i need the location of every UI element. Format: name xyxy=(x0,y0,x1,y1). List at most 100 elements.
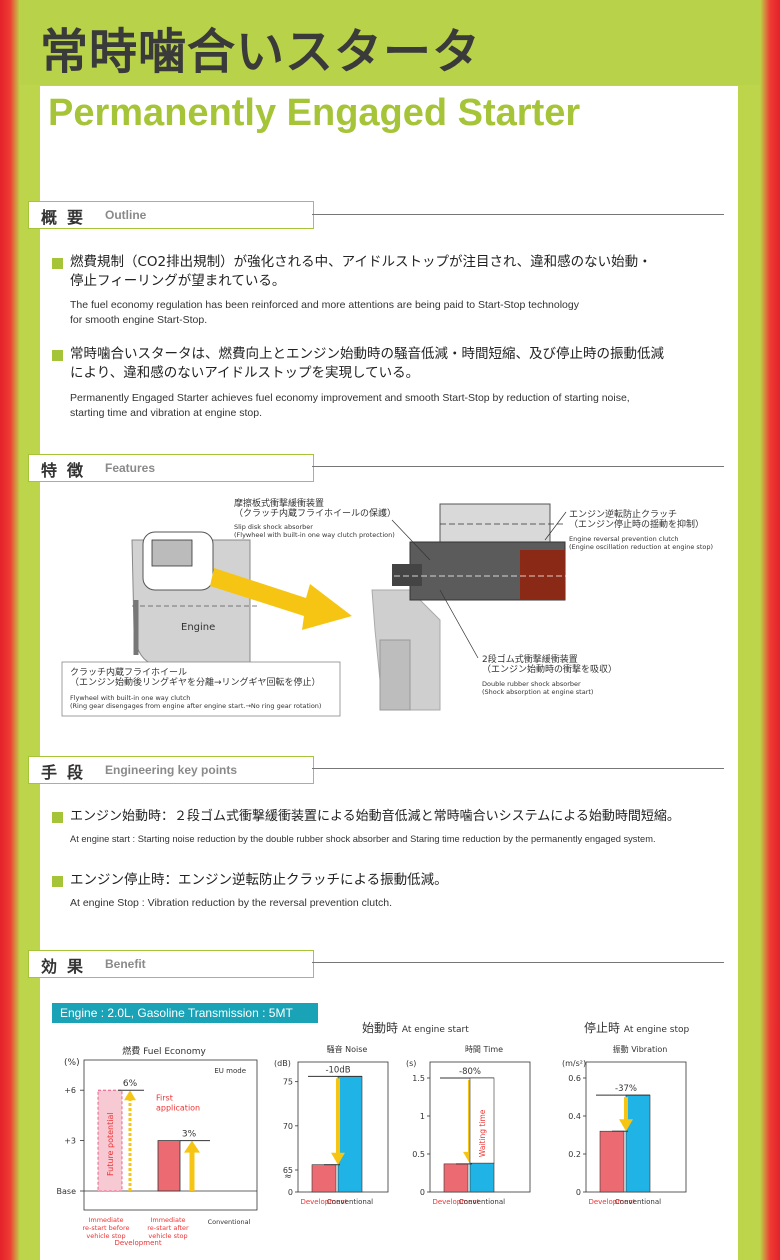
fuel-tick-label: Base xyxy=(57,1187,77,1196)
outline-p2-jp: 常時噛合いスタータは、燃費向上とエンジン始動時の騒音低減・時間短縮、及び停止時の… xyxy=(70,346,664,381)
flywheel-label: クラッチ内蔵フライホイール（エンジン始動後リングギヤを分離→リングギヤ回転を停止… xyxy=(70,668,321,688)
time-chart: 時間 Time(s)00.511.5DevelopmentConventiona… xyxy=(406,1045,531,1206)
section-en-label: Engineering key points xyxy=(105,763,238,777)
section-jp-label: 概要 xyxy=(41,208,94,227)
leader-line xyxy=(544,511,567,541)
section-en-label: Features xyxy=(105,461,156,475)
pinion-gear-icon xyxy=(392,564,422,586)
section-header-outline: 概要 Outline xyxy=(28,201,314,229)
chart-title: 振動 Vibration xyxy=(613,1044,668,1054)
page-title-jp: 常時噛合いスタータ xyxy=(40,24,482,80)
chart-ylabel: (m/s²) xyxy=(562,1059,586,1068)
fuel-label-cat1: Immediate xyxy=(150,1216,185,1224)
section-jp-label: 手段 xyxy=(41,763,94,782)
chart-tick-label: 0.4 xyxy=(568,1112,581,1121)
waiting-time-bar xyxy=(469,1077,495,1164)
chart-ylabel: (s) xyxy=(406,1059,416,1068)
starter-motor-icon xyxy=(439,503,551,549)
outline-p2-en: Permanently Engaged Starter achieves fue… xyxy=(70,392,630,419)
chart-category-1: Conventional xyxy=(327,1198,373,1206)
noise-chart: 騒音 Noise(dB)0657075≈DevelopmentConventio… xyxy=(274,1044,389,1206)
section-divider xyxy=(312,214,724,215)
chart-tick-label: 70 xyxy=(283,1122,293,1131)
section-en-label: Benefit xyxy=(105,957,146,971)
fuel-arrow-head-icon xyxy=(124,1090,136,1101)
bullet-square-icon xyxy=(52,812,63,823)
chart-bar-1 xyxy=(469,1162,495,1193)
chart-bar-0 xyxy=(599,1130,625,1193)
fuel-tick-label: +6 xyxy=(64,1086,76,1095)
fuel-tick-label: +3 xyxy=(64,1137,76,1146)
section-jp-label: 効果 xyxy=(41,957,94,976)
fuel-first-application-2: application xyxy=(156,1104,200,1113)
chart-reduction-label: -80% xyxy=(459,1067,481,1077)
fuel-value-label-1: 3% xyxy=(182,1130,197,1140)
fuel-ylabel: (%) xyxy=(64,1058,80,1068)
starter-diagram xyxy=(61,503,570,717)
vibration-chart: 振動 Vibration(m/s²)00.20.40.6DevelopmentC… xyxy=(562,1044,687,1206)
fuel-ticks: Base +3 +6 xyxy=(57,1086,84,1196)
fuel-frame xyxy=(83,1059,258,1211)
chart-tick-label: 0 xyxy=(576,1188,581,1197)
big-arrow-icon xyxy=(210,568,352,630)
fuel-note: EU mode xyxy=(214,1067,246,1075)
fuel-arrow-head-icon xyxy=(184,1140,200,1153)
double-rubber-label: 2段ゴム式衝撃緩衝装置（エンジン始動時の衝撃を吸収） xyxy=(482,655,618,675)
fuel-title: 燃費 Fuel Economy xyxy=(122,1045,206,1057)
fuel-label-cat1c: vehicle stop xyxy=(148,1232,187,1240)
chart-tick-label: 0.2 xyxy=(568,1150,581,1159)
engineering-k1-jp: エンジン始動時：２段ゴム式衝撃緩衝装置による始動音低減と常時噛合いシステムによる… xyxy=(70,809,680,824)
chart-bar-0 xyxy=(443,1163,469,1193)
fuel-first-application-1: First xyxy=(156,1094,173,1103)
clutch-stack xyxy=(379,639,411,711)
fuel-label-cat0: Immediate xyxy=(88,1216,123,1224)
bullet-square-icon xyxy=(52,350,63,361)
reversal-clutch-icon xyxy=(520,550,565,600)
chart-bar-0 xyxy=(311,1164,337,1193)
chart-tick-label: 1 xyxy=(420,1112,425,1121)
chart-reduction-label: -37% xyxy=(615,1084,637,1094)
outline-p1-en: The fuel economy regulation has been rei… xyxy=(70,299,579,326)
engineering-k2-jp: エンジン停止時：エンジン逆転防止クラッチによる振動低減。 xyxy=(70,872,448,888)
header-band xyxy=(20,0,760,85)
start-group-label: 始動時 At engine start xyxy=(362,1021,469,1035)
fuel-future-text: Future potential xyxy=(106,1112,115,1176)
chart-tick-label: 75 xyxy=(283,1078,293,1087)
outline-p1-jp: 燃費規制（CO2排出規制）が強化される中、アイドルストップが注目され、違和感のな… xyxy=(70,254,652,289)
chart-bar-1 xyxy=(337,1076,363,1193)
fuel-group-label: Development xyxy=(114,1239,161,1247)
chart-tick-label: 0 xyxy=(288,1188,293,1197)
chart-category-1: Conventional xyxy=(615,1198,661,1206)
engineering-k2-en: At engine Stop : Vibration reduction by … xyxy=(70,897,392,909)
stop-group-label: 停止時 At engine stop xyxy=(584,1021,690,1035)
fuel-label-cat0b: re-start before xyxy=(83,1224,130,1232)
chart-bar-1 xyxy=(625,1094,651,1193)
chart-title: 騒音 Noise xyxy=(327,1044,368,1054)
leader-line xyxy=(439,589,479,659)
reversal-clutch-label: エンジン逆転防止クラッチ（エンジン停止時の揺動を抑制） xyxy=(569,510,705,530)
waiting-time-label: Waiting time xyxy=(478,1109,487,1157)
down-arrow-icon xyxy=(331,1152,345,1165)
section-header-features: 特徴 Features xyxy=(28,454,314,482)
chart-tick-label: 0.6 xyxy=(568,1074,581,1083)
slip-disk-label: 摩擦板式衝撃緩衝装置（クラッチ内蔵フライホイールの保護） xyxy=(234,499,397,519)
chart-tick-label: 65 xyxy=(283,1166,293,1175)
chart-ylabel: (dB) xyxy=(274,1059,291,1068)
flywheel-label-en: Flywheel with built-in one way clutch(Ri… xyxy=(70,694,322,710)
bullet-square-icon xyxy=(52,876,63,887)
down-arrow-icon xyxy=(619,1119,633,1132)
engineering-k1-en: At engine start : Starting noise reducti… xyxy=(70,834,656,844)
fuel-economy-chart: 燃費 Fuel Economy (%) EU mode Base +3 +6 Fut… xyxy=(57,1045,258,1247)
slip-disk-label-en: Slip disk shock absorber(Flywheel with b… xyxy=(234,523,395,539)
fuel-bar-first xyxy=(157,1140,181,1192)
fuel-label-cat2: Conventional xyxy=(208,1218,251,1226)
page-title-en: Permanently Engaged Starter xyxy=(48,92,581,134)
axis-break-icon: ≈ xyxy=(284,1172,292,1182)
small-starter-icon xyxy=(151,539,193,567)
chart-tick-label: 1.5 xyxy=(412,1074,425,1083)
section-header-benefit: 効果 Benefit xyxy=(28,950,314,978)
engine-label: Engine xyxy=(181,622,216,633)
section-header-engineering: 手段 Engineering key points xyxy=(28,756,314,784)
chart-title: 時間 Time xyxy=(465,1045,503,1054)
